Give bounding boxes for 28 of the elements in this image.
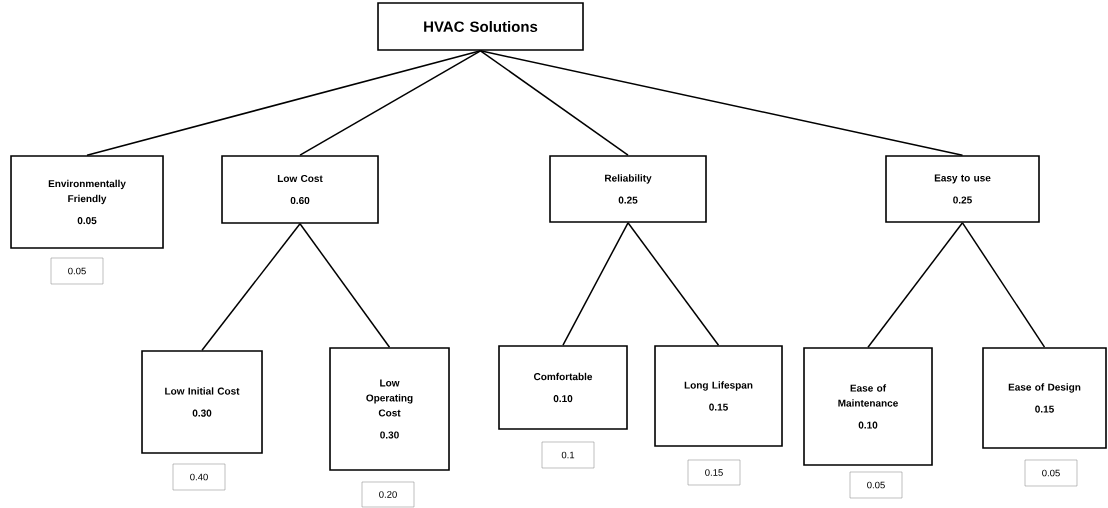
connector-line [867,222,964,348]
criterion-box: Long Lifespan 0.15 [654,345,783,447]
weight-box: 0.05 [50,257,104,285]
criterion-box: Easy to use 0.25 [885,155,1040,223]
connector-line [201,223,301,351]
criterion-box: Ease of Maintenance 0.10 [803,347,933,466]
weight-box: 0.20 [361,481,415,508]
criterion-box: Low Cost 0.60 [221,155,379,224]
criterion-box: Low Initial Cost 0.30 [141,350,263,454]
criterion-box: Environmentally Friendly 0.05 [10,155,164,249]
connector-line [299,223,391,348]
weight-box: 0.05 [849,471,903,499]
title-box: HVAC Solutions [377,2,584,51]
criterion-box: Comfortable 0.10 [498,345,628,430]
criterion-box: Reliability 0.25 [549,155,707,223]
connector-line [961,222,1046,348]
weight-box: 0.05 [1024,459,1078,487]
weight-box: 0.1 [541,441,595,469]
connector-line [479,50,629,156]
connector-line [479,50,964,156]
weight-box: 0.40 [172,463,226,491]
connector-line [627,222,720,346]
connector-line [299,50,482,156]
weight-box: 0.15 [687,459,741,486]
connector-line [86,50,482,156]
criterion-box: Low Operating Cost 0.30 [329,347,450,471]
criterion-box: Ease of Design 0.15 [982,347,1107,449]
connector-line [562,222,629,346]
